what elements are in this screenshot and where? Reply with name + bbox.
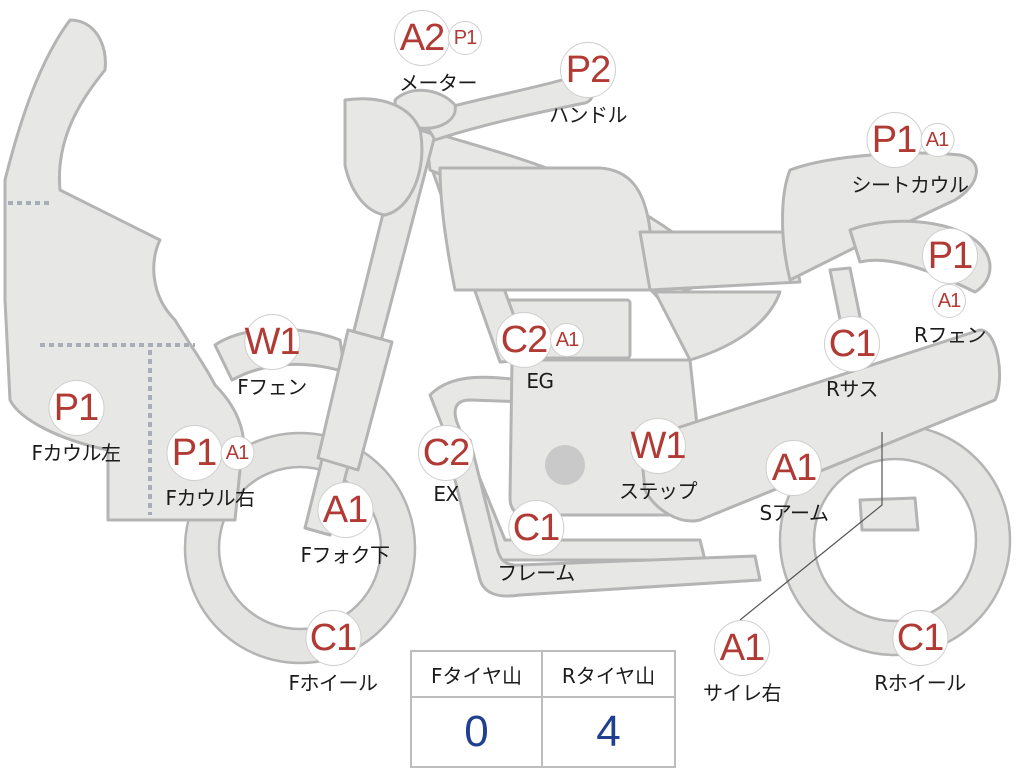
damage-code-badge: C2 bbox=[418, 425, 474, 481]
lower-frame-shape bbox=[443, 438, 762, 598]
damage-code-badge: C1 bbox=[892, 610, 948, 666]
damage-code-badge: A1 bbox=[316, 482, 373, 538]
part-callout-step[interactable]: W1 ステップ bbox=[619, 418, 698, 504]
headlight-shape bbox=[343, 97, 424, 217]
damage-code-row: A1 bbox=[760, 440, 829, 496]
part-callout-handle[interactable]: P2 ハンドル bbox=[549, 42, 628, 128]
damage-code-badge: P2 bbox=[560, 42, 616, 98]
damage-code-badge: P1 bbox=[448, 21, 482, 55]
part-name-label: シートカウル bbox=[851, 173, 970, 197]
rear-tire-tread-value: 4 bbox=[596, 707, 621, 756]
swing-arm-shape bbox=[638, 328, 1002, 523]
tank-shape bbox=[438, 166, 657, 292]
damage-code-row: C1 bbox=[824, 316, 880, 372]
side-cover-shape bbox=[653, 290, 782, 362]
front-tire-tread-header: Fタイヤ山 bbox=[412, 652, 543, 698]
part-name-label: ステップ bbox=[619, 479, 698, 503]
part-name-label: メーター bbox=[399, 71, 478, 95]
part-name-label: サイレ右 bbox=[703, 681, 782, 705]
damage-code-row: P2 bbox=[549, 42, 627, 98]
damage-code-badge: A1 bbox=[932, 284, 966, 318]
damage-code-badge: A1 bbox=[219, 436, 254, 470]
damage-code-badge: P1 bbox=[165, 425, 222, 481]
part-name-label: Fカウル右 bbox=[165, 486, 255, 510]
part-name-label: Rフェン bbox=[914, 323, 986, 347]
part-name-label: Fフォク下 bbox=[300, 543, 390, 567]
damage-code-badge: A1 bbox=[550, 323, 584, 357]
damage-code-row: W1 bbox=[619, 418, 697, 474]
damage-code-badge: C1 bbox=[508, 500, 564, 556]
part-name-label: EX bbox=[433, 482, 459, 506]
damage-code-badge: P1 bbox=[922, 228, 978, 284]
part-name-label: Fカウル左 bbox=[31, 441, 121, 465]
damage-code-badge: W1 bbox=[243, 314, 300, 370]
damage-code-badge: C2 bbox=[496, 312, 552, 368]
damage-code-badge: P1 bbox=[866, 112, 922, 168]
part-name-label: Sアーム bbox=[759, 501, 829, 525]
front-wheel-shape bbox=[183, 431, 417, 665]
front-tire-tread-value: 0 bbox=[412, 698, 543, 766]
damage-code-row: W1 bbox=[237, 314, 307, 370]
seat-cowl-shape bbox=[781, 151, 978, 282]
damage-code-badge: A2 bbox=[394, 10, 450, 66]
damage-code-row: C1 bbox=[288, 610, 377, 666]
damage-code-badge: P1 bbox=[47, 380, 104, 436]
damage-code-badge: C1 bbox=[304, 610, 361, 666]
part-name-label: Rホイール bbox=[874, 671, 966, 695]
rear-tire-tread-header: Rタイヤ山 bbox=[543, 652, 674, 698]
damage-code-row: C1 bbox=[497, 500, 574, 556]
damage-code-badge: A1 bbox=[714, 620, 770, 676]
engine-cover-shape bbox=[545, 445, 585, 485]
damage-code-badge: C1 bbox=[824, 316, 880, 372]
part-name-label: EG bbox=[526, 369, 554, 393]
seat-shape bbox=[638, 230, 802, 292]
damage-code-row: P1A1 bbox=[913, 228, 987, 318]
part-name-label: Fホイール bbox=[288, 671, 378, 695]
damage-code-badge: A1 bbox=[920, 123, 954, 157]
part-name-label: Rサス bbox=[826, 377, 879, 401]
fork-lower-shape bbox=[316, 328, 394, 472]
part-callout-silencer-right[interactable]: A1 サイレ右 bbox=[703, 620, 782, 706]
part-name-label: フレーム bbox=[497, 561, 575, 585]
tire-tread-table: Fタイヤ山 Rタイヤ山 0 4 bbox=[410, 650, 676, 768]
damage-code-row: C2 bbox=[418, 425, 474, 481]
part-callout-frame[interactable]: C1 フレーム bbox=[497, 500, 575, 586]
part-name-label: Fフェン bbox=[237, 375, 307, 399]
damage-code-row: A1 bbox=[300, 482, 389, 538]
damage-code-row: C1 bbox=[874, 610, 965, 666]
silencer-shape bbox=[858, 496, 920, 532]
damage-code-row: P1 bbox=[31, 380, 120, 436]
part-name-label: ハンドル bbox=[549, 103, 628, 127]
damage-code-badge: A1 bbox=[766, 440, 822, 496]
damage-code-badge: W1 bbox=[630, 418, 687, 474]
damage-code-row: A1 bbox=[703, 620, 781, 676]
